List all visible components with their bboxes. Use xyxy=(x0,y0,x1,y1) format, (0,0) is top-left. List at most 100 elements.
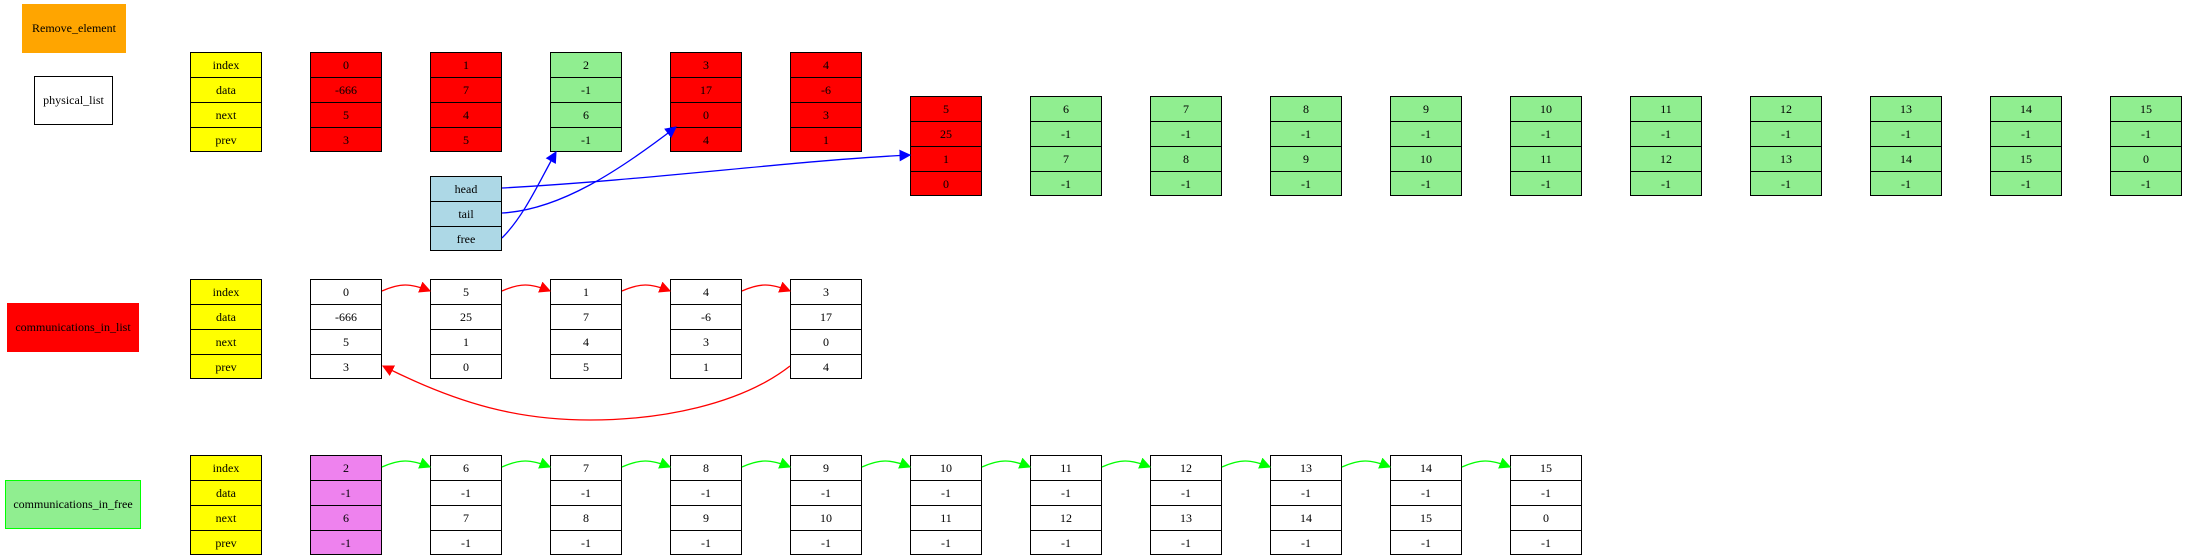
node-data-cell: -1 xyxy=(431,481,501,506)
node-data-cell: -1 xyxy=(1751,122,1821,147)
node-index-cell: 4 xyxy=(671,280,741,305)
node-data-cell: -1 xyxy=(2111,122,2181,147)
node-index-cell: 13 xyxy=(1271,456,1341,481)
node-index-cell: 3 xyxy=(671,53,741,78)
node-index-cell: index xyxy=(191,53,261,78)
free-next-edge xyxy=(1341,457,1392,469)
node-data-cell: -1 xyxy=(1271,481,1341,506)
node-index-cell: 12 xyxy=(1151,456,1221,481)
node-data-cell: -1 xyxy=(1511,122,1581,147)
node-next-cell: 4 xyxy=(551,330,621,355)
node-data-cell: -1 xyxy=(791,481,861,506)
node-prev-cell: -1 xyxy=(821,536,831,550)
node-prev-cell: -1 xyxy=(941,536,951,550)
node-data-cell: -1 xyxy=(1631,122,1701,147)
node-prev-cell: 3 xyxy=(343,360,349,374)
node-prev-cell: prev xyxy=(215,536,237,550)
node-data-cell: -1 xyxy=(1031,481,1101,506)
node-next-cell: 10 xyxy=(1391,147,1461,172)
node-data-cell: 25 xyxy=(911,122,981,147)
node-next-cell: 11 xyxy=(1511,147,1581,172)
node-data-cell: -1 xyxy=(1031,122,1101,147)
node-next-cell: 12 xyxy=(1031,506,1101,531)
node-prev-cell: 3 xyxy=(343,133,349,147)
node-next-cell: 0 xyxy=(791,330,861,355)
node-prev-cell: 0 xyxy=(943,177,949,191)
node-prev-cell: prev xyxy=(215,360,237,374)
node-next-cell: 1 xyxy=(911,147,981,172)
node-next-cell: 10 xyxy=(791,506,861,531)
node-next-cell: 8 xyxy=(1151,147,1221,172)
communications-in-list-label: communications_in_list xyxy=(7,303,139,352)
node-next-cell: 5 xyxy=(311,330,381,355)
node-prev-cell: -1 xyxy=(461,536,471,550)
node-index-cell: 10 xyxy=(1511,97,1581,122)
free-next-edge xyxy=(1221,457,1272,469)
node-index-cell: 15 xyxy=(2111,97,2181,122)
node-index-cell: 8 xyxy=(1271,97,1341,122)
node-head-cell: head xyxy=(431,177,501,202)
node-index-cell: 14 xyxy=(1391,456,1461,481)
node-index-cell: index xyxy=(191,456,261,481)
node-next-cell: 14 xyxy=(1871,147,1941,172)
node-prev-cell: -1 xyxy=(1901,177,1911,191)
node-next-cell: next xyxy=(191,330,261,355)
node-prev-cell: -1 xyxy=(1541,177,1551,191)
node-data-cell: -1 xyxy=(1391,481,1461,506)
node-data-cell: -666 xyxy=(311,78,381,103)
node-free-cell: free xyxy=(456,232,476,246)
node-data-cell: -1 xyxy=(1151,481,1221,506)
node-data-cell: -6 xyxy=(791,78,861,103)
free-next-edge xyxy=(621,457,672,469)
node-index-cell: 0 xyxy=(311,280,381,305)
node-index-cell: 2 xyxy=(311,456,381,481)
free-next-edge xyxy=(861,457,912,469)
node-data-cell: data xyxy=(191,481,261,506)
node-next-cell: 8 xyxy=(551,506,621,531)
node-prev-cell: -1 xyxy=(1301,177,1311,191)
node-prev-cell: -1 xyxy=(2021,177,2031,191)
node-next-cell: 4 xyxy=(431,103,501,128)
node-next-cell: 14 xyxy=(1271,506,1341,531)
node-prev-cell: 4 xyxy=(823,360,829,374)
free-next-edge xyxy=(381,457,432,469)
node-index-cell: 9 xyxy=(791,456,861,481)
node-prev-cell: -1 xyxy=(1781,177,1791,191)
node-prev-cell: -1 xyxy=(1541,536,1551,550)
free-next-edge xyxy=(501,457,552,469)
node-next-cell: 6 xyxy=(551,103,621,128)
node-data-cell: -1 xyxy=(671,481,741,506)
list-next-edge xyxy=(501,281,552,293)
node-prev-cell: 5 xyxy=(583,360,589,374)
node-data-cell: -1 xyxy=(551,481,621,506)
node-data-cell: 7 xyxy=(431,78,501,103)
node-next-cell: 1 xyxy=(431,330,501,355)
node-next-cell: 9 xyxy=(1271,147,1341,172)
node-data-cell: -666 xyxy=(311,305,381,330)
list-next-edge xyxy=(621,281,672,293)
node-prev-cell: -1 xyxy=(1421,177,1431,191)
node-next-cell: 12 xyxy=(1631,147,1701,172)
remove-element-title: Remove_element xyxy=(22,4,126,53)
node-next-cell: 0 xyxy=(1511,506,1581,531)
node-index-cell: 15 xyxy=(1511,456,1581,481)
node-prev-cell: -1 xyxy=(1301,536,1311,550)
